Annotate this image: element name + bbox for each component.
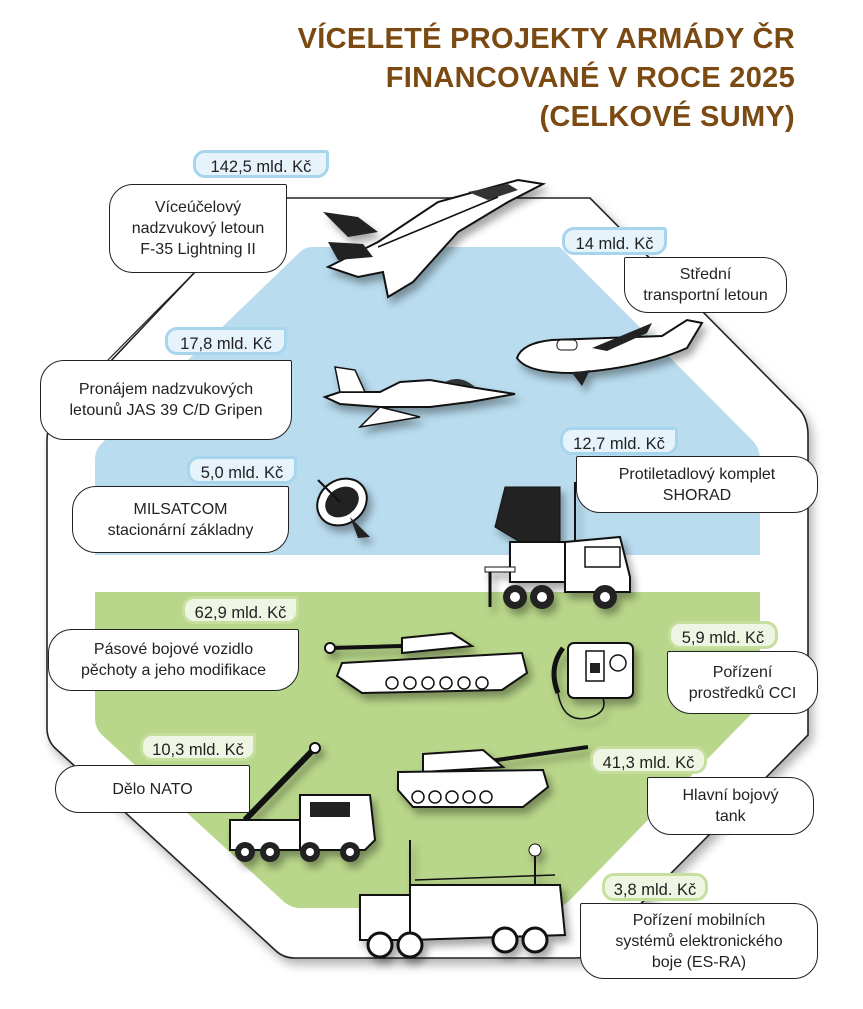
label-line: Střední: [679, 266, 732, 283]
project-label-howitzer: Dělo NATO: [55, 765, 250, 813]
project-label-transport: Střední transportní letoun: [624, 257, 787, 313]
air-defense-truck-icon: [484, 482, 631, 609]
project-amount-howitzer: 10,3 mld. Kč: [140, 733, 256, 761]
electronic-warfare-truck-icon: [359, 840, 567, 959]
transport-aircraft-icon: [515, 318, 704, 386]
project-amount-milsatcom: 5,0 mld. Kč: [187, 456, 297, 484]
project-amount-f35: 142,5 mld. Kč: [193, 150, 329, 178]
label-line: prostředků CCI: [688, 684, 797, 702]
label-line: Dělo NATO: [112, 780, 193, 798]
label-line: MILSATCOM: [133, 500, 228, 518]
label-line: transportní letoun: [643, 287, 768, 304]
label-line: Pořízení: [712, 663, 773, 681]
label-line: Pásové bojové vozidlo: [93, 641, 254, 658]
label-line: nadzvukový letoun: [131, 220, 265, 237]
title-line-2: FINANCOVANÉ V ROCE 2025: [385, 62, 795, 94]
label-line: SHORAD: [662, 486, 732, 504]
project-label-f35: Víceúčelový nadzvukový letoun F-35 Light…: [109, 184, 287, 273]
project-label-es-ra: Pořízení mobilních systémů elektronickéh…: [580, 903, 818, 979]
label-line: systémů elektronického: [615, 932, 783, 950]
project-label-cci: Pořízení prostředků CCI: [667, 651, 818, 714]
label-line: stacionární základny: [107, 521, 254, 539]
label-line: letounů JAS 39 C/D Gripen: [69, 402, 263, 419]
title-line-1: VÍCELETÉ PROJEKTY ARMÁDY ČR: [297, 23, 795, 55]
project-amount-cci: 5,9 mld. Kč: [668, 621, 778, 649]
project-amount-transport: 14 mld. Kč: [562, 227, 667, 255]
project-label-gripen: Pronájem nadzvukových letounů JAS 39 C/D…: [40, 360, 292, 440]
title-line-3: (CELKOVÉ SUMY): [539, 101, 795, 133]
field-telephone-icon: [551, 642, 634, 720]
label-line: Pořízení mobilních: [632, 911, 766, 929]
label-line: boje (ES-RA): [651, 953, 747, 971]
label-line: Pronájem nadzvukových: [78, 381, 254, 398]
fighter-jet-gripen-icon: [322, 366, 516, 429]
project-amount-es-ra: 3,8 mld. Kč: [602, 873, 708, 901]
project-amount-ifv: 62,9 mld. Kč: [182, 596, 299, 624]
infantry-fighting-vehicle-icon: [324, 631, 529, 695]
label-line: Víceúčelový: [154, 199, 242, 216]
label-line: Protiletadlový komplet: [618, 465, 776, 483]
page-title: VÍCELETÉ PROJEKTY ARMÁDY ČR FINANCOVANÉ …: [298, 20, 795, 137]
project-amount-tank: 41,3 mld. Kč: [590, 746, 707, 774]
project-amount-shorad: 12,7 mld. Kč: [560, 427, 678, 455]
label-line: pěchoty a jeho modifikace: [81, 662, 266, 679]
label-line: F-35 Lightning II: [140, 241, 256, 258]
project-amount-gripen: 17,8 mld. Kč: [165, 327, 287, 355]
fighter-jet-f35-icon: [323, 178, 547, 299]
project-label-ifv: Pásové bojové vozidlo pěchoty a jeho mod…: [48, 629, 299, 691]
main-battle-tank-icon: [397, 745, 589, 808]
project-label-milsatcom: MILSATCOM stacionární základny: [72, 486, 289, 553]
project-label-tank: Hlavní bojový tank: [647, 777, 814, 835]
satellite-dish-icon: [316, 477, 370, 538]
label-line: Hlavní bojový: [682, 787, 779, 804]
label-line: tank: [715, 808, 746, 825]
project-label-shorad: Protiletadlový komplet SHORAD: [576, 456, 818, 513]
howitzer-truck-icon: [229, 742, 377, 862]
